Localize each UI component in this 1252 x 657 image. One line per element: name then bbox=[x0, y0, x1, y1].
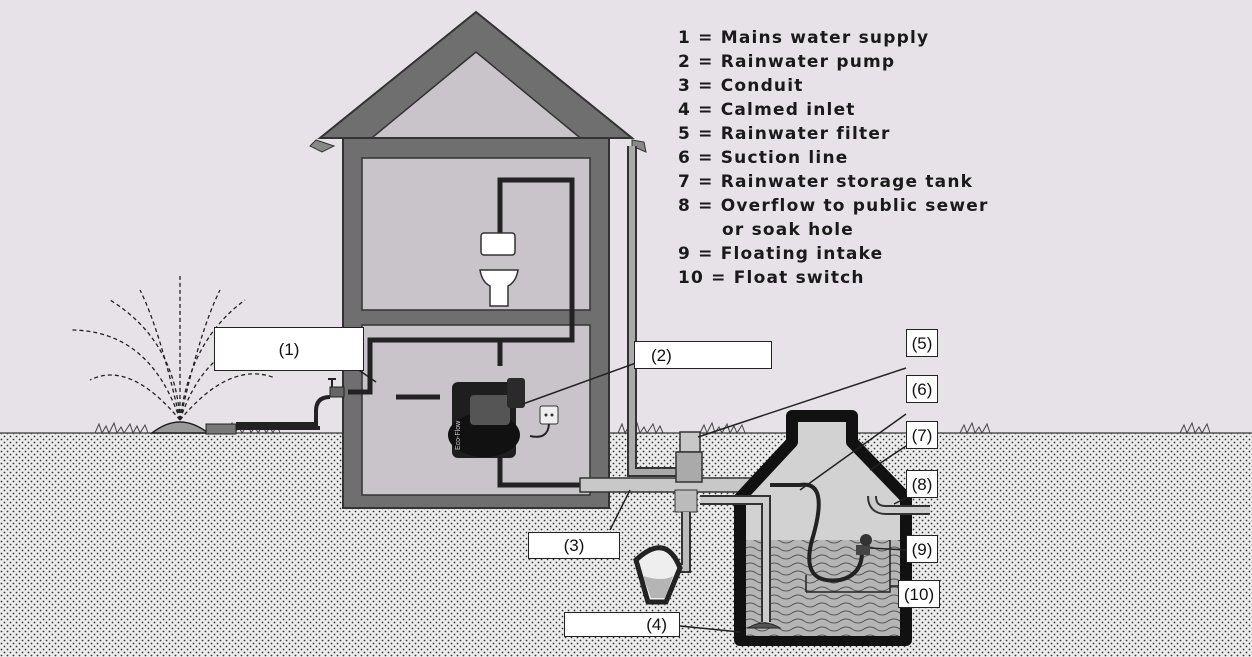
rainwater-filter bbox=[675, 431, 703, 483]
callout-5: (5) bbox=[906, 329, 938, 357]
house bbox=[309, 10, 647, 509]
legend-item-2: 2 = Rainwater pump bbox=[678, 52, 896, 72]
garden-tap bbox=[236, 378, 345, 430]
downpipe bbox=[627, 146, 684, 477]
callout-8: (8) bbox=[906, 470, 938, 498]
callout-2: (2) bbox=[634, 341, 772, 369]
callout-1: (1) bbox=[214, 327, 364, 371]
callout-9: (9) bbox=[906, 535, 938, 563]
pump-brand-label: Eco-Flow bbox=[455, 420, 462, 450]
legend-item-7: 7 = Rainwater storage tank bbox=[678, 172, 974, 192]
legend-item-8-continued: or soak hole bbox=[722, 220, 855, 240]
legend-item-9: 9 = Floating intake bbox=[678, 244, 884, 264]
legend-item-4: 4 = Calmed inlet bbox=[678, 100, 856, 120]
callout-10: (10) bbox=[898, 580, 940, 608]
soak-pit bbox=[633, 545, 683, 605]
pump: Eco-Flow bbox=[448, 378, 525, 458]
legend-item-5: 5 = Rainwater filter bbox=[678, 124, 891, 144]
power-socket bbox=[529, 405, 559, 438]
toilet bbox=[479, 232, 519, 307]
callout-6: (6) bbox=[906, 375, 938, 403]
legend-item-3: 3 = Conduit bbox=[678, 76, 804, 96]
legend-item-10: 10 = Float switch bbox=[678, 268, 865, 288]
storage-tank bbox=[700, 410, 930, 646]
callout-7: (7) bbox=[906, 421, 938, 449]
callout-3: (3) bbox=[528, 532, 620, 559]
legend: 1 = Mains water supply 2 = Rainwater pum… bbox=[678, 26, 989, 290]
legend-item-8: 8 = Overflow to public sewer bbox=[678, 196, 989, 216]
legend-item-1: 1 = Mains water supply bbox=[678, 28, 930, 48]
legend-item-6: 6 = Suction line bbox=[678, 148, 849, 168]
callout-4: (4) bbox=[564, 612, 680, 637]
pipes bbox=[348, 177, 580, 488]
